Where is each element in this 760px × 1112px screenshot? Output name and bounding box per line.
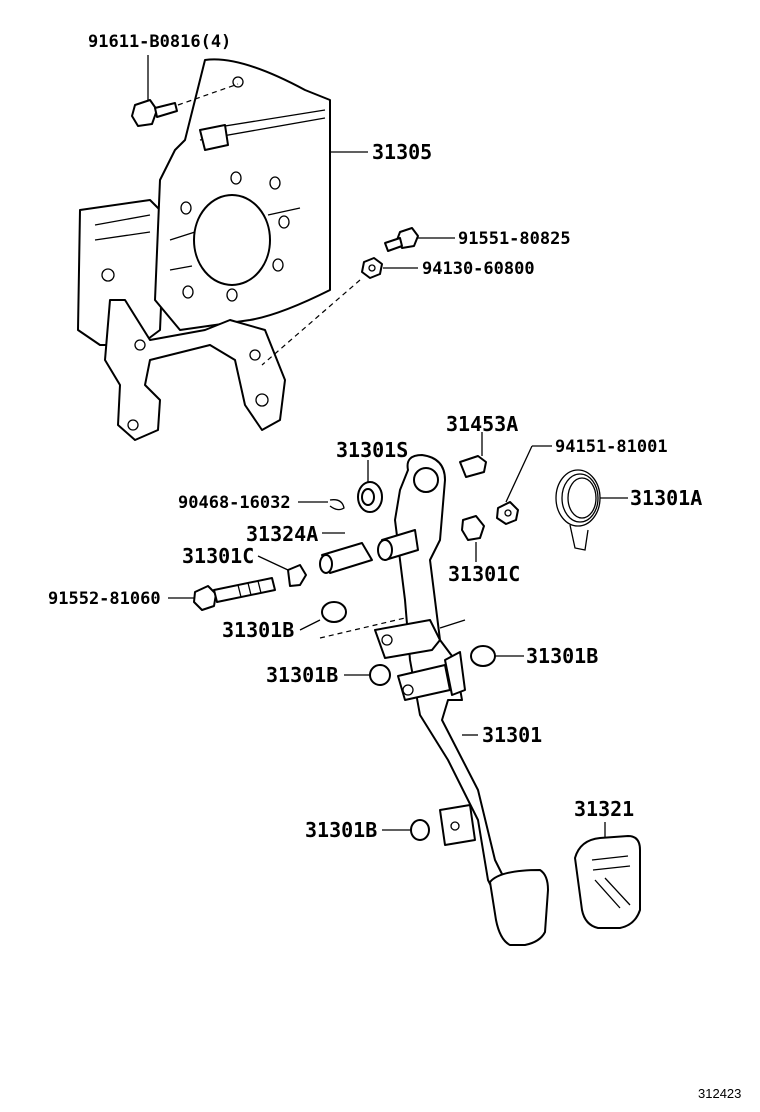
- label-stopper-b3: 31301B: [526, 644, 598, 668]
- label-stopper-b2: 31301B: [266, 663, 338, 687]
- label-pad: 31321: [574, 797, 634, 821]
- label-stopper-b4: 31301B: [305, 818, 377, 842]
- bolt-91551: [384, 227, 455, 252]
- label-bushing-c-left: 31301C: [182, 544, 254, 568]
- stopper-31301b-2: [344, 664, 391, 686]
- pin-31453a: [459, 432, 487, 478]
- bracket-31305: [77, 58, 331, 441]
- pedal-31301: [374, 454, 549, 946]
- bushing-31301s: [357, 460, 383, 513]
- label-clip: 90468-16032: [178, 493, 291, 513]
- nut-94151: [496, 445, 552, 525]
- reference-code: 312423: [698, 1086, 741, 1101]
- clip-90468: [298, 499, 345, 511]
- bushing-31301c-left: [257, 555, 307, 587]
- label-spring: 31301A: [630, 486, 702, 510]
- stopper-31301b-3: [470, 645, 524, 667]
- nut-94130: [261, 257, 418, 366]
- label-bolt-right: 91551-80825: [458, 229, 571, 249]
- pad-31321: [574, 822, 641, 929]
- bolt-91611: [131, 55, 239, 127]
- label-bolt-top: 91611-B0816(4): [88, 32, 231, 52]
- label-pedal: 31301: [482, 723, 542, 747]
- label-bushing-s: 31301S: [336, 438, 408, 462]
- bolt-91552: [168, 577, 276, 611]
- label-bolt-long: 91552-81060: [48, 589, 161, 609]
- bushing-31301c-right: [461, 515, 485, 562]
- stopper-31301b-1: [299, 601, 406, 639]
- label-stopper-b1: 31301B: [222, 618, 294, 642]
- label-bracket: 31305: [372, 140, 432, 164]
- label-nut-far: 94151-81001: [555, 437, 668, 457]
- stopper-31301b-4: [382, 819, 430, 841]
- collar-31324a: [319, 532, 373, 574]
- label-pin-a: 31453A: [446, 412, 518, 436]
- label-nut-right: 94130-60800: [422, 259, 535, 279]
- label-bushing-c-right: 31301C: [448, 562, 520, 586]
- label-collar: 31324A: [246, 522, 318, 546]
- spring-31301a: [555, 469, 628, 551]
